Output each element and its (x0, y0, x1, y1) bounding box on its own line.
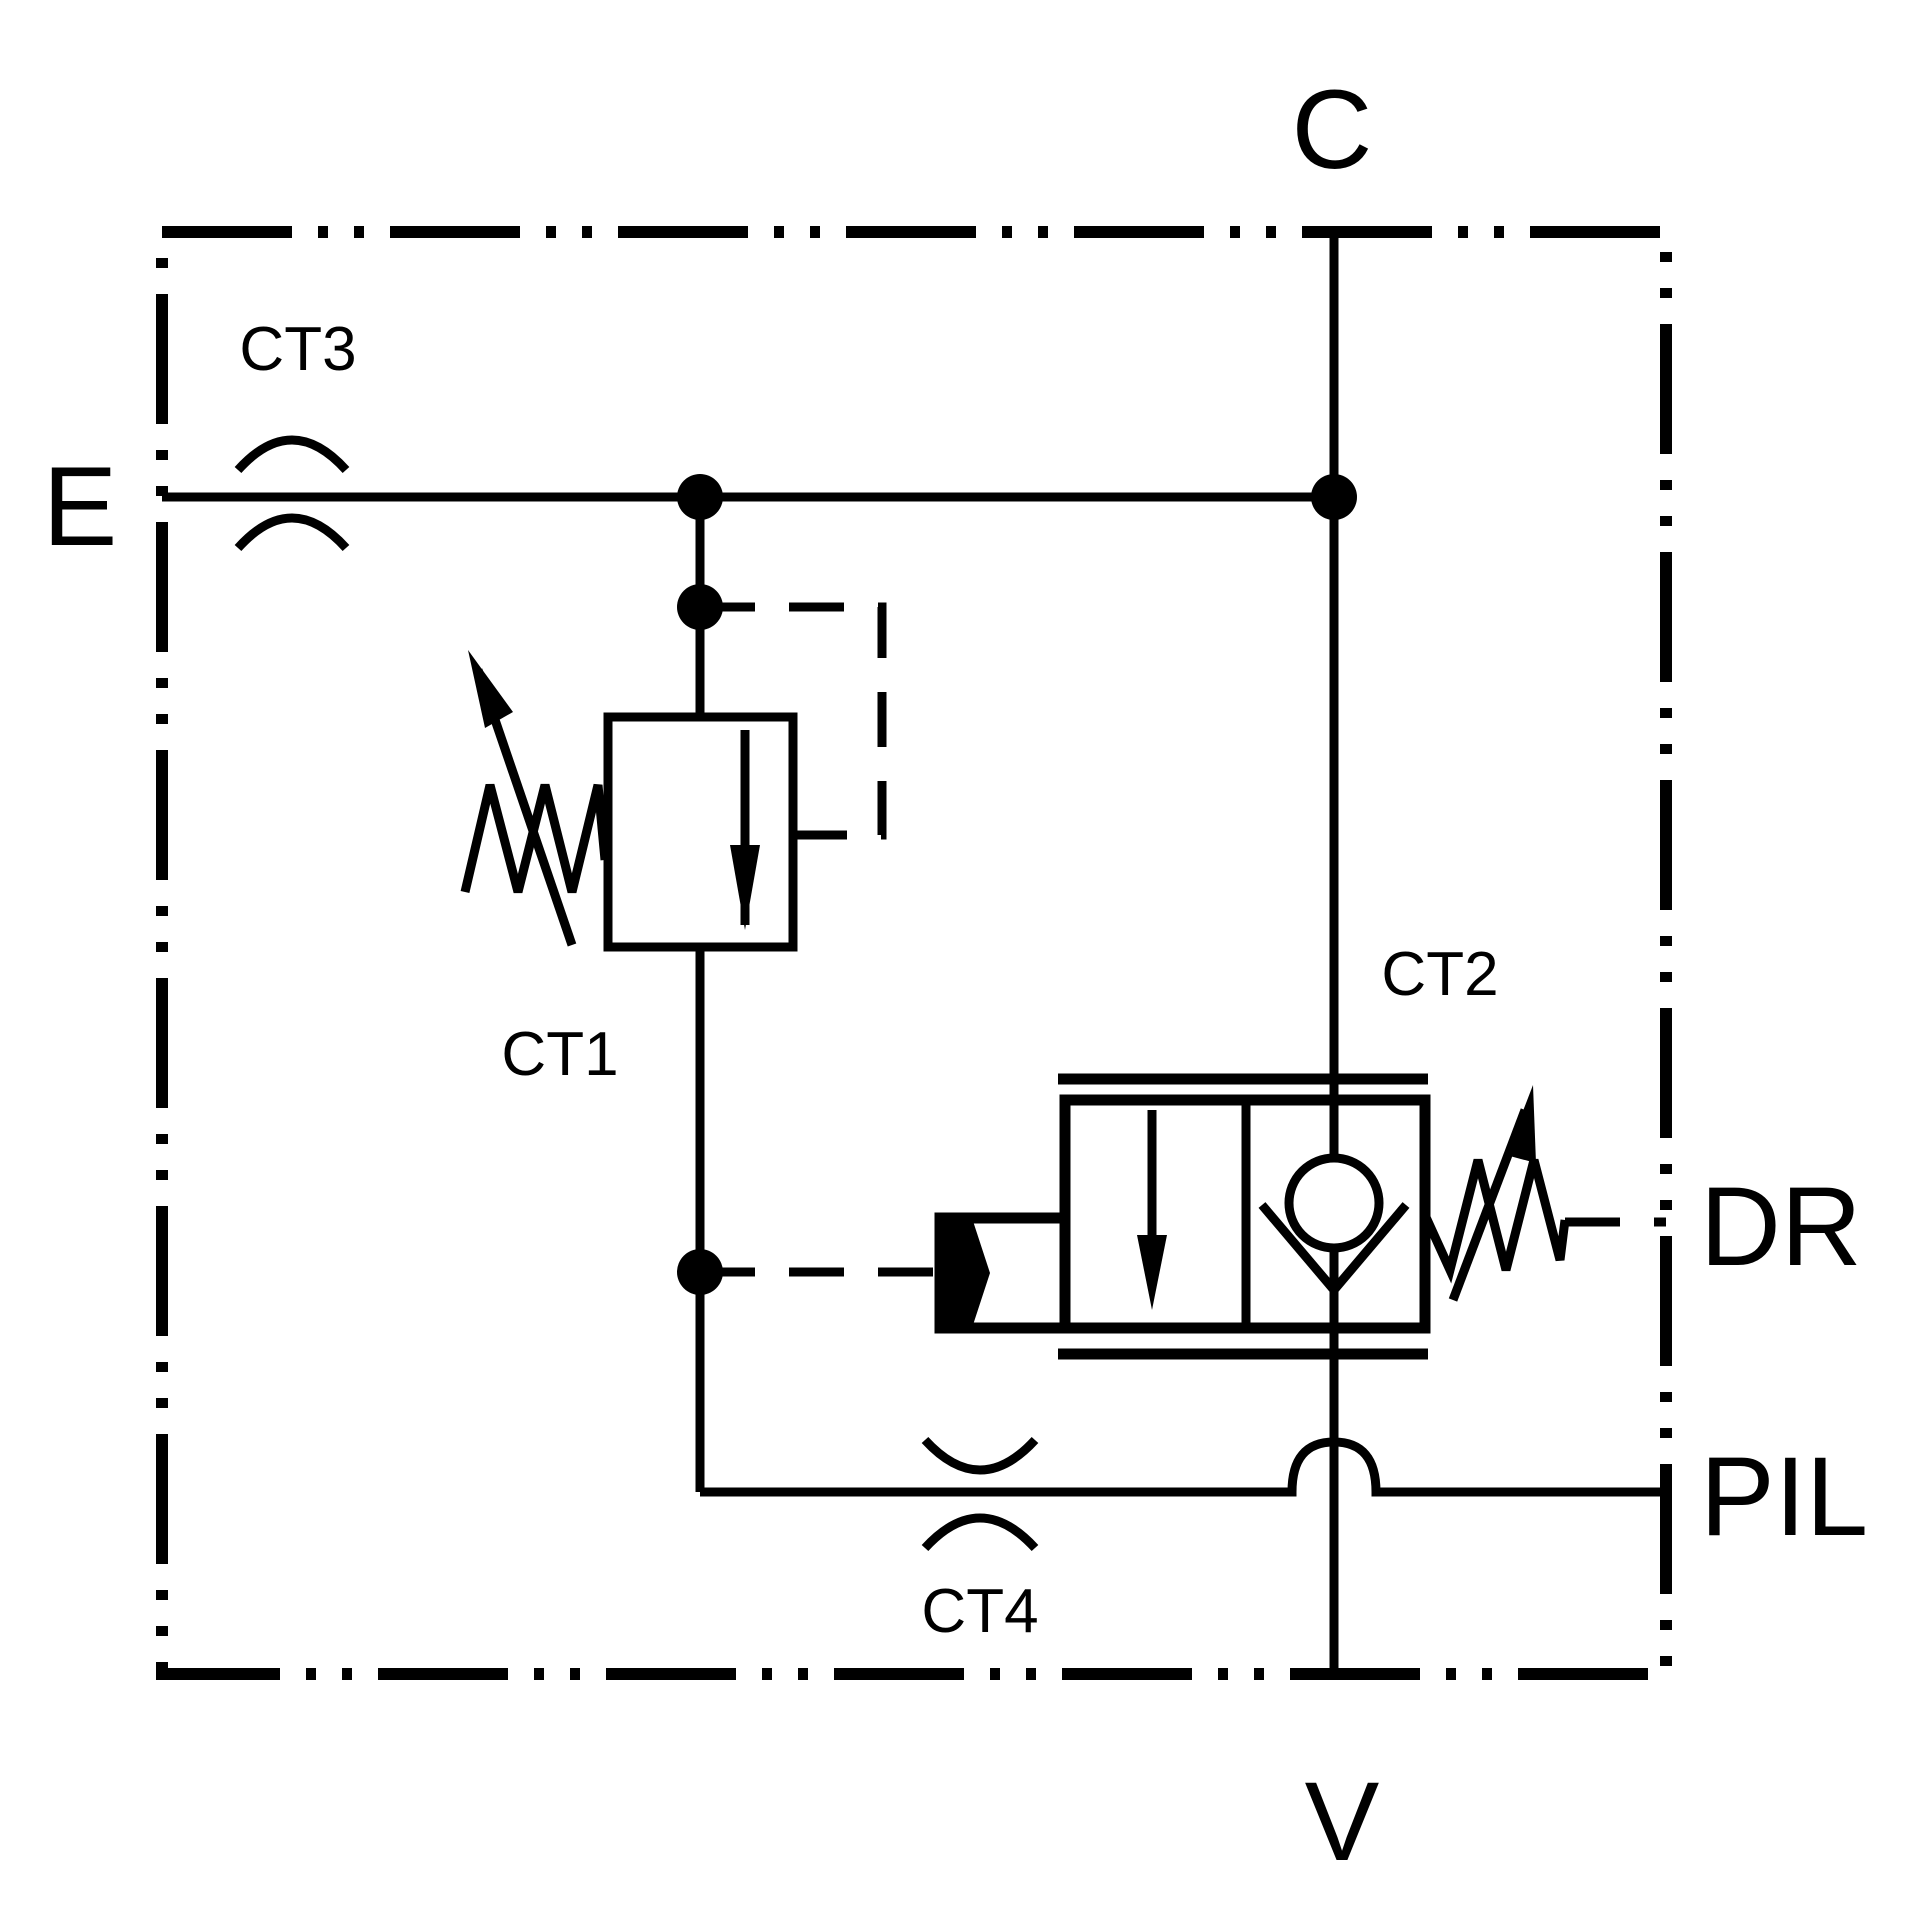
junction-dot-top-right (1311, 474, 1357, 520)
port-label-pil: PIL (1700, 1434, 1868, 1559)
ct1-pilot-line (700, 602, 887, 840)
port-label-dr: DR (1700, 1164, 1862, 1289)
pil-line (700, 1437, 1666, 1497)
component-label-ct3: CT3 (239, 315, 356, 384)
component-label-ct2: CT2 (1381, 940, 1498, 1009)
enclosure-border (156, 226, 1672, 1680)
ct1-relief-valve (460, 650, 798, 952)
component-label-ct4: CT4 (921, 1577, 1038, 1646)
port-label-c: C (1292, 67, 1373, 192)
component-label-ct1: CT1 (501, 1020, 618, 1089)
port-label-e: E (43, 444, 118, 569)
ct3-orifice (234, 435, 350, 552)
ct4-orifice (921, 1436, 1039, 1552)
ct2-valve (934, 1073, 1570, 1360)
port-label-v: V (1305, 1759, 1380, 1884)
